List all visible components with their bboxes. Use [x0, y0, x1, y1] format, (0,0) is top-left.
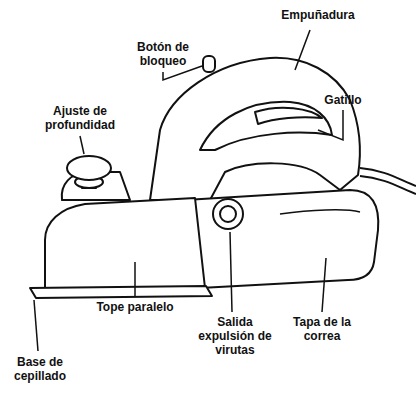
leader-line [322, 258, 326, 312]
leader-line [34, 300, 38, 351]
chip-outlet [213, 199, 243, 229]
part-label: Empuñadura [273, 8, 363, 22]
part-label: Botón de bloqueo [128, 40, 198, 68]
power-cord [360, 176, 416, 194]
belt-cover [185, 190, 378, 288]
chip-outlet-inner [220, 206, 236, 222]
lock-button [203, 56, 215, 72]
handle [150, 58, 360, 200]
front-body [45, 198, 205, 288]
part-label: Ajuste de profundidad [34, 104, 126, 132]
depth-knob [67, 156, 111, 180]
leader-line [163, 66, 202, 80]
leader-line [80, 136, 84, 154]
base-plate [30, 286, 212, 298]
part-label: Base de cepillado [4, 355, 76, 383]
leader-line [230, 232, 232, 312]
part-label: Tapa de la correa [287, 315, 357, 343]
leader-line [134, 262, 136, 297]
part-label: Salida expulsión de virutas [193, 315, 277, 357]
cover-line [280, 210, 360, 214]
leader-line [318, 110, 343, 140]
part-label: Gatillo [308, 93, 378, 107]
trigger [255, 108, 322, 124]
leader-line [295, 30, 310, 70]
handle-opening [200, 102, 332, 150]
part-label: Tope paralelo [81, 300, 189, 314]
